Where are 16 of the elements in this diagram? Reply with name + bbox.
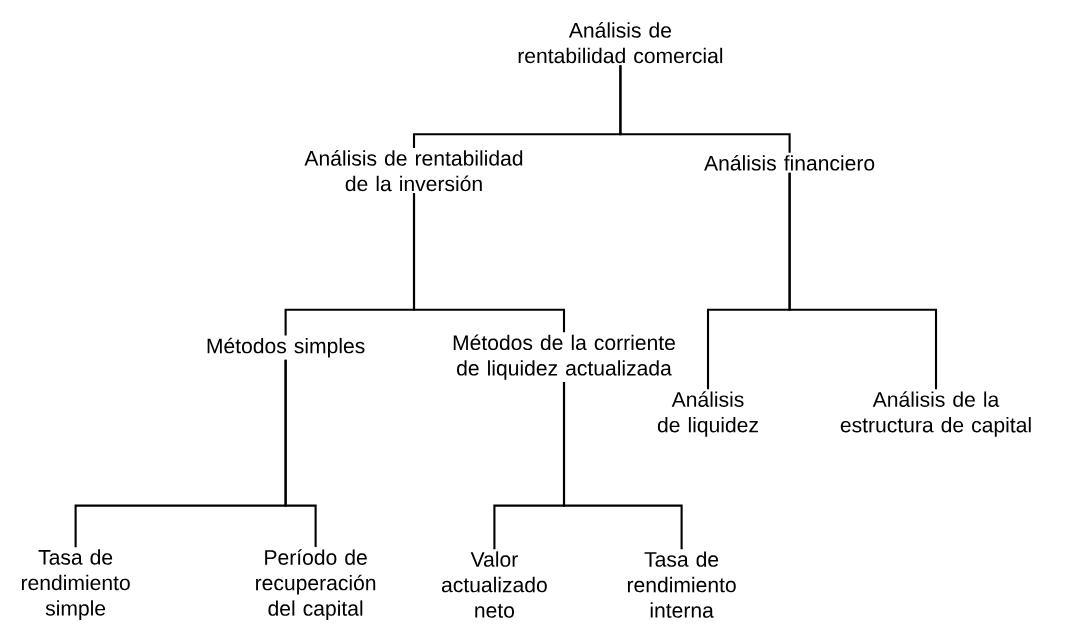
tree-label: Análisis de rentabilidad comercial — [518, 22, 723, 64]
connector-line — [788, 172, 938, 390]
tree-label: Tasa de rendimiento simple — [21, 549, 130, 620]
tree-label: Métodos de la corriente de liquidez actualizada — [453, 334, 675, 380]
tree-label: Análisis de liquidez — [657, 391, 758, 437]
connector-line — [562, 381, 683, 550]
connector-line — [619, 65, 791, 153]
tree-label: Análisis de la estructura de capital — [840, 391, 1031, 437]
tree-label: Período de recuperación del capital — [256, 549, 376, 621]
connector-line — [284, 359, 317, 548]
tree-label: Tasa de rendimiento interna — [627, 551, 736, 618]
tree-label: Análisis financiero — [704, 154, 875, 171]
tree-label: Métodos simples — [207, 337, 365, 358]
tree-label: Valor actualizado neto — [441, 551, 547, 618]
connector-line — [412, 193, 566, 333]
tree-label: Análisis de rentabilidad de la inversión — [304, 150, 523, 192]
